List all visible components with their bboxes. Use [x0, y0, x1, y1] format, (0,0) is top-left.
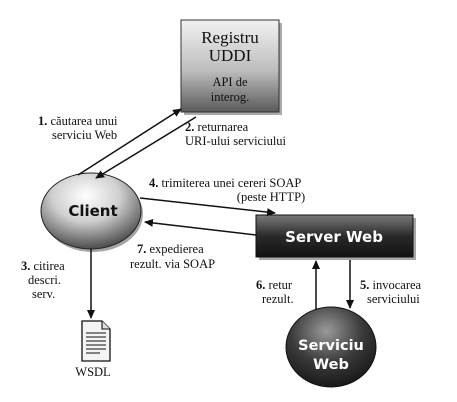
- step1-label: 1. căutarea unui: [38, 114, 118, 128]
- wsdl-label: WSDL: [75, 365, 110, 379]
- registry-api-line1: API de: [212, 75, 248, 89]
- step3-line2: descri.: [28, 273, 61, 287]
- arrow-step7: [144, 218, 257, 236]
- web-service-node: Serviciu Web: [285, 306, 377, 388]
- uddi-registry-box: Registru UDDI API de interog.: [180, 19, 282, 115]
- step5-line1: invocarea: [373, 278, 422, 292]
- client-node: Client: [40, 172, 143, 252]
- step4-line2: (peste HTTP): [237, 190, 305, 204]
- service-label-line2: Web: [313, 357, 349, 373]
- registry-title-line1: Registru: [201, 28, 259, 47]
- step5-num: 5.: [360, 278, 369, 292]
- step7-num: 7.: [137, 242, 146, 256]
- arrow-step4: [139, 197, 276, 217]
- server-label: Server Web: [285, 228, 383, 246]
- registry-title-line2: UDDI: [209, 46, 252, 65]
- step5-line2: serviciului: [367, 292, 420, 306]
- step4-num: 4.: [149, 176, 158, 190]
- arrow-step1: [77, 108, 182, 176]
- client-label: Client: [68, 202, 117, 220]
- step7-label: 7. expedierea: [137, 242, 204, 256]
- step7-line2: rezult. via SOAP: [130, 257, 215, 271]
- step1-num: 1.: [38, 114, 47, 128]
- step2-num: 2.: [185, 120, 194, 134]
- step6-line1: retur: [269, 278, 293, 292]
- server-web-box: Server Web: [255, 214, 416, 260]
- step4-label: 4. trimiterea unei cereri SOAP: [149, 176, 301, 190]
- step6-num: 6.: [256, 278, 265, 292]
- step2-label: 2. returnarea: [185, 120, 249, 134]
- step1-line1: căutarea unui: [51, 114, 119, 128]
- step3-line1: citirea: [34, 259, 66, 273]
- step3-num: 3.: [21, 259, 30, 273]
- arrow-step2: [95, 116, 197, 179]
- registry-api-line2: interog.: [211, 90, 250, 104]
- wsdl-document-icon: [81, 320, 111, 362]
- service-label-line1: Serviciu: [298, 338, 364, 354]
- step2-line2: URI-ului serviciului: [185, 134, 287, 148]
- step7-line1: expedierea: [150, 242, 205, 256]
- step6-label: 6. retur: [256, 278, 293, 292]
- step1-line2: serviciu Web: [52, 128, 117, 142]
- step3-label: 3. citirea: [21, 259, 65, 273]
- step3-line3: serv.: [32, 287, 55, 301]
- step5-label: 5. invocarea: [360, 278, 422, 292]
- step4-line1: trimiterea unei cereri SOAP: [162, 176, 302, 190]
- step6-line2: rezult.: [262, 292, 294, 306]
- step2-line1: returnarea: [198, 120, 249, 134]
